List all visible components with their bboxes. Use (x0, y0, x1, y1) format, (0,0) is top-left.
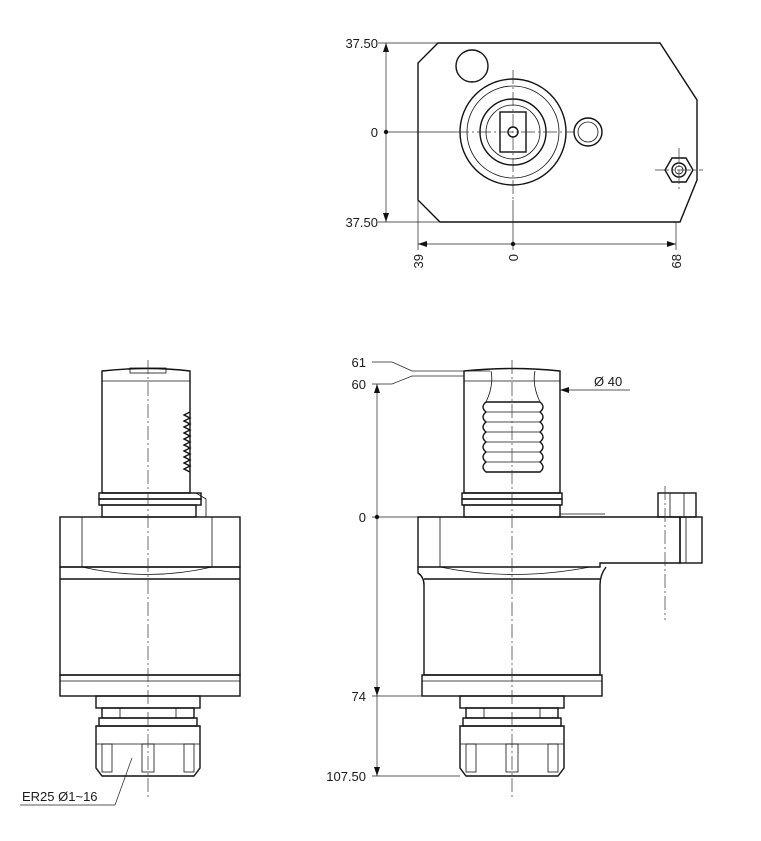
front-view-thread-lead-right (533, 370, 541, 403)
front-view-label-61: 61 (352, 355, 366, 370)
front-view-thread-lead-left (485, 370, 493, 403)
front-view-arrow-bottom (374, 767, 380, 776)
side-view-collet-nut (95, 725, 201, 777)
front-view-leader-60 (372, 375, 464, 385)
front-view-collet-slot-1 (465, 743, 477, 773)
top-view-hole (455, 49, 489, 83)
top-view-label-top: 37.50 (345, 36, 378, 51)
side-view-collar-step (195, 492, 207, 517)
top-view-arrow-top (383, 43, 389, 52)
front-view-flange (417, 516, 681, 568)
side-view-collar (101, 504, 197, 518)
front-view-collet-slot-3 (547, 743, 559, 773)
front-view-collet-nut (459, 725, 565, 777)
front-view-side-boss (679, 516, 703, 564)
side-view-collet-note: ER25 Ø1~16 (22, 789, 98, 804)
top-view-pin-inner (577, 121, 599, 143)
top-view-zero-dot (510, 241, 516, 247)
top-view-label-center: 0 (371, 125, 378, 140)
top-view-arrow-bottom (383, 213, 389, 222)
front-view-shank (463, 367, 561, 494)
front-view-label-60: 60 (352, 377, 366, 392)
top-view-label-bottom: 37.50 (345, 215, 378, 230)
side-view-ring-1 (98, 492, 202, 500)
side-view: ER25 Ø1~16 (20, 360, 241, 806)
top-view-arrow-right (667, 241, 676, 247)
front-view-label-74: 74 (352, 689, 366, 704)
front-view-origin-dot (374, 514, 380, 520)
side-view-collet-slot-1 (101, 743, 113, 773)
front-view-dia-arrow (560, 387, 569, 393)
side-view-serration (182, 411, 192, 473)
top-view-label-left: 39 (411, 254, 426, 268)
top-view-origin-dot (383, 129, 389, 135)
front-view-fitting (657, 492, 697, 518)
top-view-label-zero: 0 (506, 254, 521, 261)
front-view-flange-curve (439, 566, 591, 575)
front-view-label-107: 107.50 (326, 769, 366, 784)
side-view-ring-2 (98, 498, 202, 506)
top-view-body-outline (417, 42, 698, 223)
front-view-label-dia: Ø 40 (594, 374, 622, 389)
side-view-base (59, 674, 241, 697)
front-view-label-0: 0 (359, 510, 366, 525)
top-view: 37.50 0 37.50 39 0 68 (345, 36, 703, 268)
side-view-head-curve (81, 566, 213, 575)
side-view-housing (59, 566, 241, 676)
side-view-shank (101, 367, 191, 494)
front-view: 61 60 0 74 107.50 Ø 40 (326, 355, 703, 800)
top-view-hex-fitting (664, 157, 694, 183)
top-view-label-right: 68 (669, 254, 684, 268)
front-view-arrow-74 (374, 687, 380, 696)
side-view-collet-slot-3 (183, 743, 195, 773)
top-view-arrow-left (418, 241, 427, 247)
side-view-note-leader (114, 757, 133, 806)
front-view-thread (482, 401, 544, 473)
side-view-head (59, 516, 241, 568)
front-view-arrow-top (374, 384, 380, 393)
front-view-leader-61 (372, 361, 490, 372)
